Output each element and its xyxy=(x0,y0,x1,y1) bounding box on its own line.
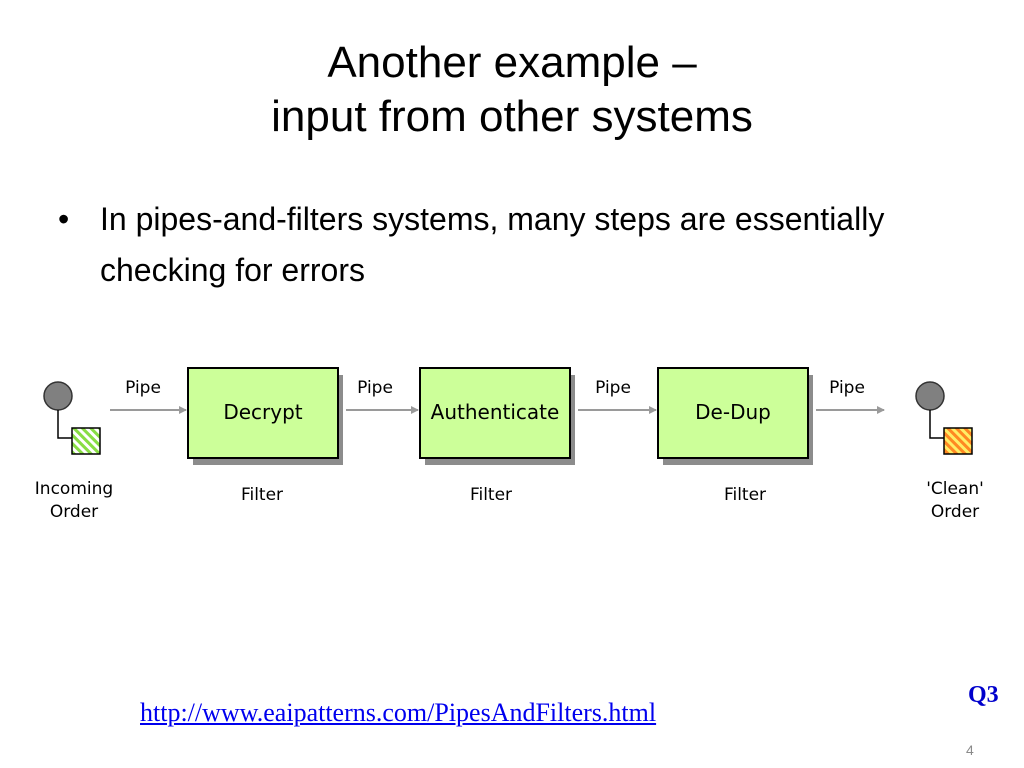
source-label-line-1: Incoming xyxy=(35,479,113,499)
incoming-order-endpoint: Incoming Order xyxy=(35,381,113,522)
source-connector-line xyxy=(57,410,74,439)
clean-message-icon xyxy=(943,427,973,455)
bullet-dot-icon: • xyxy=(58,201,70,237)
source-link[interactable]: http://www.eaipatterns.com/PipesAndFilte… xyxy=(140,698,657,727)
filter-name: De-Dup xyxy=(695,400,771,424)
sink-connector-line xyxy=(929,410,946,439)
pipe-1: Pipe xyxy=(110,378,187,414)
pipe-3: Pipe xyxy=(578,378,657,414)
pipe-label: Pipe xyxy=(125,378,161,398)
slide-number: 4 xyxy=(966,742,974,758)
filter-name: Decrypt xyxy=(223,400,302,424)
sink-label-line-2: Order xyxy=(931,502,979,522)
pipe-4: Pipe xyxy=(816,378,885,414)
sink-endpoint-icon xyxy=(915,381,945,411)
pipe-2: Pipe xyxy=(346,378,419,414)
filter-de-dup: De-Dup Filter xyxy=(657,367,813,505)
filter-name: Authenticate xyxy=(431,400,560,424)
filter-caption: Filter xyxy=(241,485,283,505)
bullet-text: In pipes-and-filters systems, many steps… xyxy=(100,201,885,288)
filter-decrypt: Decrypt Filter xyxy=(187,367,343,505)
pipe-label: Pipe xyxy=(829,378,865,398)
filter-caption: Filter xyxy=(724,485,766,505)
pipe-label: Pipe xyxy=(357,378,393,398)
question-tag: Q3 xyxy=(968,682,999,708)
pipe-label: Pipe xyxy=(595,378,631,398)
filter-caption: Filter xyxy=(470,485,512,505)
sink-label-line-1: 'Clean' xyxy=(926,479,984,499)
source-label-line-2: Order xyxy=(50,502,98,522)
title-line-1: Another example – xyxy=(327,38,697,87)
filter-box xyxy=(657,367,809,459)
slide-title: Another example – input from other syste… xyxy=(0,36,1024,144)
title-line-2: input from other systems xyxy=(271,92,753,141)
source-endpoint-icon xyxy=(43,381,73,411)
incoming-message-icon xyxy=(71,427,101,455)
filter-box xyxy=(419,367,571,459)
filter-box xyxy=(187,367,339,459)
filter-authenticate: Authenticate Filter xyxy=(419,367,575,505)
clean-order-endpoint: 'Clean' Order xyxy=(915,381,984,522)
